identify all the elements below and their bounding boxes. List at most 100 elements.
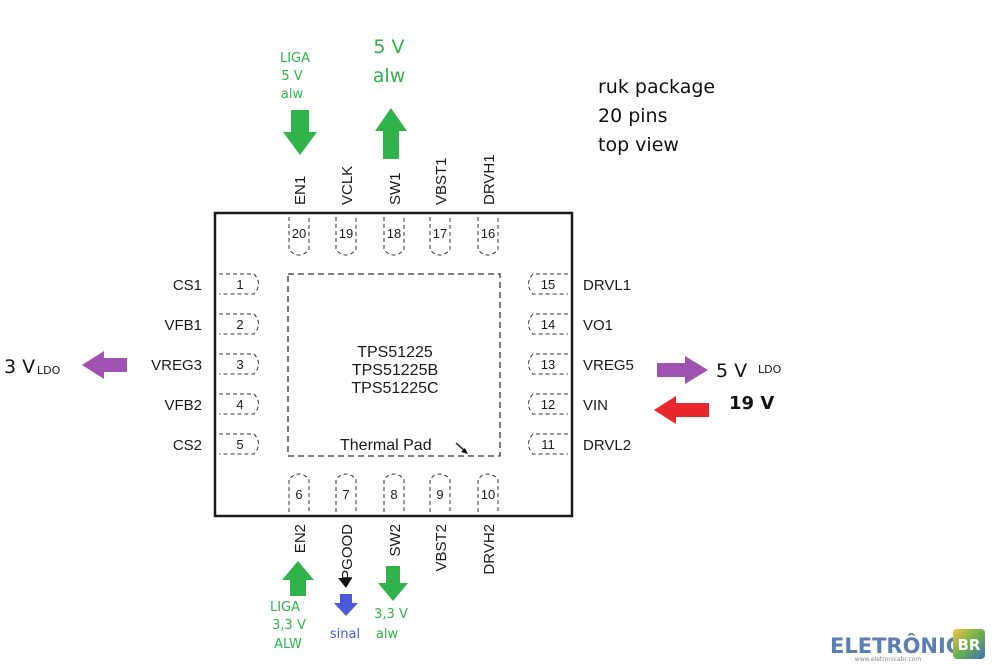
pin-pad: [528, 273, 568, 295]
sw1-label: 5 V: [373, 36, 404, 58]
pin-name: VCLK: [339, 166, 356, 205]
sw2-label: 3,3 V: [374, 607, 408, 622]
pin-name: VBST1: [433, 157, 450, 205]
en2-label: LIGA: [270, 600, 300, 615]
pin-name: PGOOD: [339, 524, 356, 580]
pin-number: 12: [541, 397, 555, 412]
vreg3-label: 3 V: [4, 356, 35, 378]
right-pins: 15 DRVL1 14 VO1 13 VREG5 12 VIN 11 DRVL2: [528, 273, 634, 455]
pin-name: SW2: [387, 524, 404, 557]
left-pins: 1 CS1 2 VFB1 3 VREG3 4 VFB2 5 CS2: [151, 273, 259, 455]
pin-name: EN1: [292, 176, 309, 205]
pin-number: 20: [292, 226, 306, 241]
pin-name: DRVL2: [583, 437, 631, 454]
en1-label: LIGA: [280, 51, 310, 66]
pin-name: VO1: [583, 317, 613, 334]
arrow-down-icon: [283, 110, 317, 155]
pin-number: 14: [541, 317, 555, 332]
bottom-pins: 6 EN2 7 PGOOD 8 SW2 9 VBST2 10 DRVH2: [288, 473, 499, 580]
thermal-pad: [287, 273, 501, 457]
pin-name: EN2: [292, 524, 309, 553]
pin-name: VIN: [583, 397, 608, 414]
pin-number: 16: [481, 226, 495, 241]
package-note: top view: [598, 134, 679, 156]
part-number: TPS51225: [357, 344, 433, 361]
pin-name: CS2: [173, 437, 202, 454]
pin-pad: [335, 473, 357, 512]
pin-name: VFB2: [164, 397, 202, 414]
pin-number: 1: [236, 277, 243, 292]
arrow-left-icon: [654, 396, 709, 424]
pgood-marker: [338, 578, 352, 588]
thermal-pad-pointer-head: [461, 448, 468, 454]
logo-badge: [953, 629, 985, 659]
pin-pad: [383, 473, 405, 512]
pin-number: 11: [541, 437, 555, 452]
pin-pad: [219, 393, 259, 415]
en2-label: 3,3 V: [272, 618, 306, 633]
pin-pad: [477, 473, 499, 512]
arrow-up-icon: [375, 108, 407, 159]
pin-pad: [477, 217, 499, 256]
top-pins: 20 EN1 19 VCLK 18 SW1 17 VBST1 16 DRVH1: [288, 154, 499, 256]
pin-number: 9: [436, 487, 443, 502]
pin-pad: [288, 217, 310, 256]
arrow-up-icon: [282, 561, 314, 596]
pin-pad: [528, 393, 568, 415]
pin-number: 5: [236, 437, 243, 452]
arrow-right-icon: [657, 356, 708, 384]
en1-label: 5 V: [281, 69, 302, 84]
site-logo: ELETRÔNICA BR www.eletronicabr.com: [830, 629, 985, 663]
sw2-label: alw: [376, 627, 399, 642]
arrow-down-icon: [378, 566, 408, 601]
pin-pad: [383, 217, 405, 256]
pin-name: VBST2: [433, 524, 450, 572]
pin-pad: [429, 473, 451, 512]
pin-number: 15: [541, 277, 555, 292]
en2-label: ALW: [274, 637, 302, 652]
pin-name: VREG3: [151, 357, 202, 374]
pgood-label: sinal: [330, 627, 360, 642]
pin-number: 7: [342, 487, 349, 502]
en1-label: alw: [281, 87, 304, 102]
pin-name: VFB1: [164, 317, 202, 334]
part-number: TPS51225B: [352, 362, 438, 379]
vreg5-label-sub: LDO: [758, 363, 782, 376]
pin-pad: [288, 473, 310, 512]
vin-label: 19 V: [729, 393, 774, 414]
pin-number: 6: [295, 487, 302, 502]
pin-name: SW1: [387, 172, 404, 205]
pin-pad: [528, 313, 568, 335]
pin-number: 2: [236, 317, 243, 332]
vreg5-label: 5 V: [716, 360, 747, 382]
part-number: TPS51225C: [351, 380, 438, 397]
vreg3-label-sub: LDO: [37, 364, 61, 377]
pin-pad: [219, 313, 259, 335]
sw1-label: alw: [373, 65, 405, 87]
pin-number: 18: [387, 226, 401, 241]
pin-pad: [219, 433, 259, 455]
pin-pad: [528, 433, 568, 455]
pin-name: DRVH1: [481, 154, 498, 205]
thermal-pad-label: Thermal Pad: [340, 437, 432, 454]
pin-number: 10: [481, 487, 495, 502]
pin-pad: [528, 353, 568, 375]
arrow-down-icon: [334, 594, 358, 616]
pin-pad: [429, 217, 451, 256]
pin-pad: [219, 273, 259, 295]
pin-name: CS1: [173, 277, 202, 294]
pin-name: DRVL1: [583, 277, 631, 294]
logo-url: www.eletronicabr.com: [855, 656, 922, 663]
pin-number: 13: [541, 357, 555, 372]
pin-number: 3: [236, 357, 243, 372]
pin-name: VREG5: [583, 357, 634, 374]
chip-body: [213, 211, 574, 518]
logo-badge-text: BR: [958, 636, 981, 654]
pin-pad: [335, 217, 357, 256]
pin-number: 17: [433, 226, 447, 241]
pin-number: 19: [339, 226, 353, 241]
pin-name: DRVH2: [481, 524, 498, 575]
pin-pad: [219, 353, 259, 375]
package-note: ruk package: [598, 76, 715, 98]
pin-number: 8: [390, 487, 397, 502]
